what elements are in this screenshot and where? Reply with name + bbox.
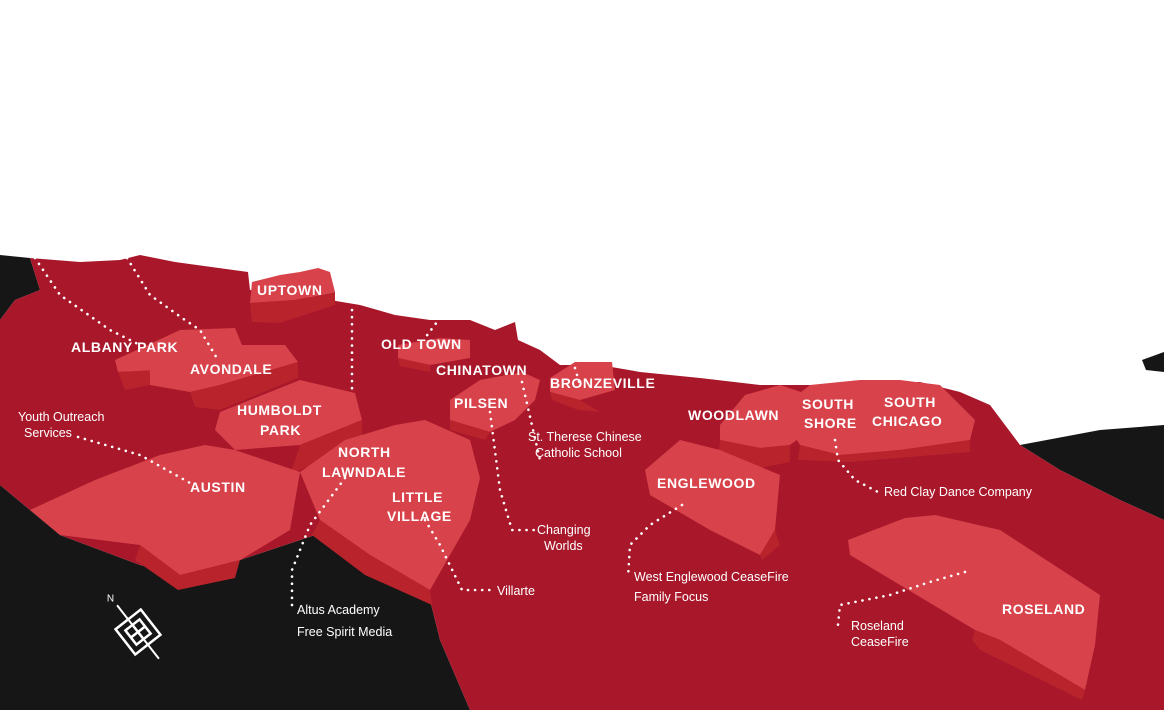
label-old-town[interactable]: OLD TOWN: [381, 336, 462, 352]
leader-lines: [33, 256, 967, 627]
org-roseland-ceasefire[interactable]: Roseland CeaseFire: [851, 619, 909, 649]
label-chinatown[interactable]: CHINATOWN: [436, 362, 527, 378]
label-austin[interactable]: AUSTIN: [190, 479, 246, 495]
label-south-chicago[interactable]: SOUTH CHICAGO: [872, 394, 942, 429]
neighborhood-blocks: [30, 268, 1100, 700]
dark-land: [0, 255, 1164, 710]
org-red-clay[interactable]: Red Clay Dance Company: [884, 485, 1033, 499]
org-west-englewood[interactable]: West Englewood CeaseFire Family Focus: [634, 570, 792, 604]
neighborhood-labels: UPTOWN ALBANY PARK AVONDALE OLD TOWN CHI…: [71, 282, 1085, 617]
label-humboldt-park[interactable]: HUMBOLDT PARK: [237, 402, 326, 438]
label-roseland[interactable]: ROSELAND: [1002, 601, 1085, 617]
label-bronzeville[interactable]: BRONZEVILLE: [550, 375, 655, 391]
label-north-lawndale[interactable]: NORTH LAWNDALE: [322, 444, 406, 480]
compass-rose-icon: N: [107, 593, 163, 660]
org-villarte[interactable]: Villarte: [497, 584, 535, 598]
org-altus-free-spirit[interactable]: Altus Academy Free Spirit Media: [297, 603, 392, 639]
org-changing-worlds[interactable]: Changing Worlds: [537, 523, 594, 553]
label-avondale[interactable]: AVONDALE: [190, 361, 272, 377]
label-pilsen[interactable]: PILSEN: [454, 395, 508, 411]
label-little-village[interactable]: LITTLE VILLAGE: [387, 489, 452, 524]
org-st-therese[interactable]: St. Therese Chinese Catholic School: [528, 430, 645, 460]
compass-north-label: N: [107, 593, 114, 604]
label-uptown[interactable]: UPTOWN: [257, 282, 323, 298]
organization-labels: Youth Outreach Services St. Therese Chin…: [18, 410, 1033, 649]
label-albany-park[interactable]: ALBANY PARK: [71, 339, 178, 355]
label-englewood[interactable]: ENGLEWOOD: [657, 475, 756, 491]
org-youth-outreach-services[interactable]: Youth Outreach Services: [18, 410, 108, 440]
label-woodlawn[interactable]: WOODLAWN: [688, 407, 779, 423]
label-south-shore[interactable]: SOUTH SHORE: [802, 396, 859, 431]
